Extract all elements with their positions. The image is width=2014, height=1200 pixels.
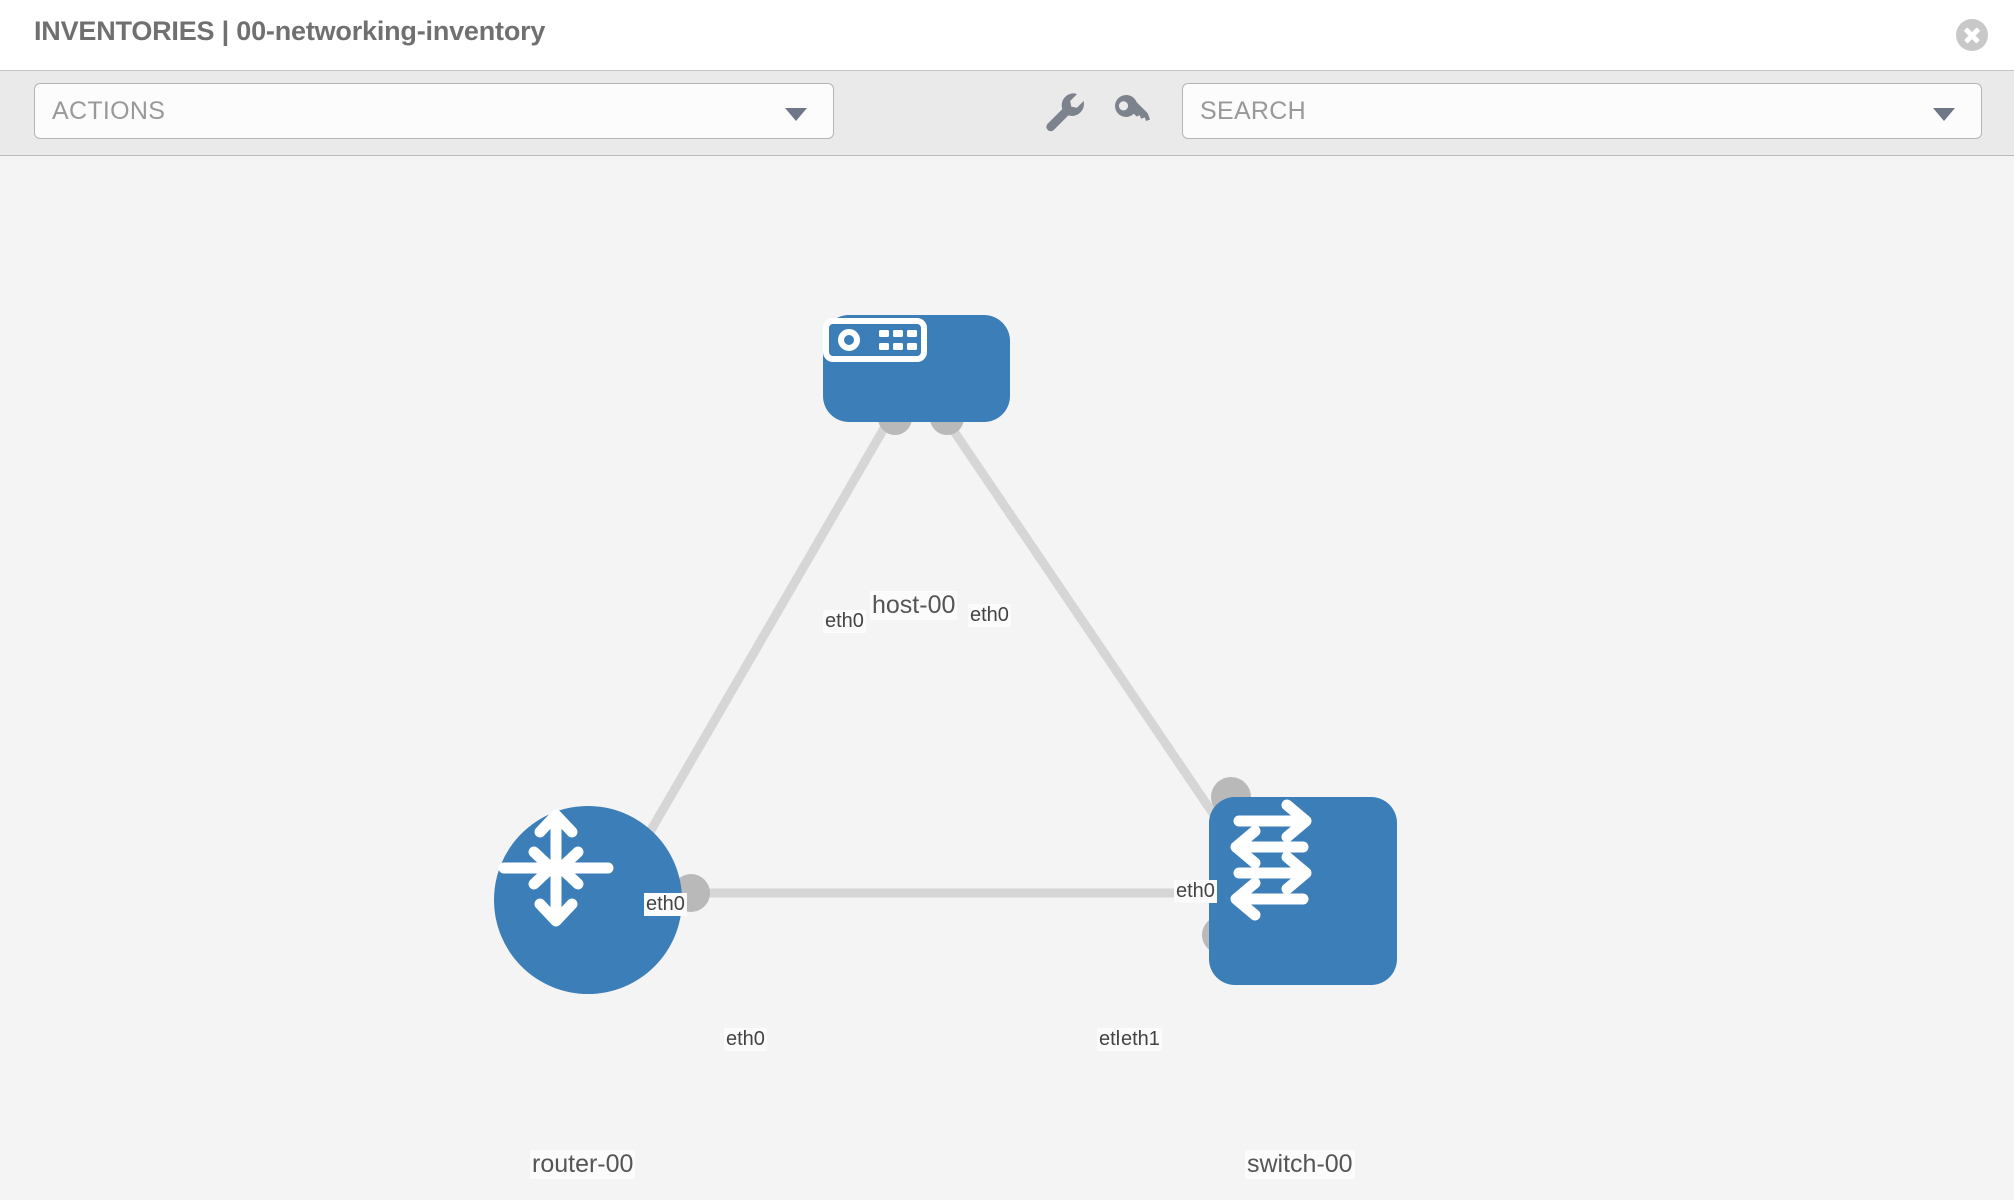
node-host-00[interactable] [823, 315, 1010, 422]
link-host-router[interactable] [632, 415, 894, 859]
node-label-switch-00: switch-00 [1245, 1150, 1355, 1179]
key-icon[interactable] [1106, 85, 1160, 139]
edge-label-host-left: eth0 [823, 610, 866, 633]
actions-dropdown[interactable]: ACTIONS [34, 83, 834, 139]
chevron-down-icon [785, 108, 807, 121]
topology-links-layer [632, 415, 1239, 898]
close-icon[interactable] [1956, 19, 1988, 51]
edge-label-host-right: eth0 [968, 604, 1011, 627]
page-header: INVENTORIES | 00-networking-inventory [0, 0, 2014, 70]
actions-dropdown-label: ACTIONS [52, 97, 166, 125]
node-switch-00[interactable] [1209, 797, 1397, 985]
search-chevron-down-icon[interactable] [1933, 108, 1955, 121]
edge-label-switch-left-front: eth1 [1119, 1028, 1162, 1051]
edge-label-router-up: eth0 [644, 893, 687, 916]
edge-label-router-right: eth0 [724, 1028, 767, 1051]
server-icon [823, 318, 927, 362]
node-router-00[interactable] [494, 806, 682, 994]
page-title: INVENTORIES | 00-networking-inventory [34, 16, 546, 46]
link-host-switch[interactable] [941, 415, 1239, 849]
wrench-icon[interactable] [1038, 85, 1092, 139]
node-label-router-00: router-00 [530, 1150, 636, 1179]
node-label-host-00: host-00 [870, 591, 958, 620]
switch-arrows-icon [1230, 799, 1312, 921]
topology-canvas[interactable]: eth0 eth0 eth0 eth0 eth0 eth0 eth1 host-… [0, 156, 2014, 1200]
edge-label-switch-up: eth0 [1174, 880, 1217, 903]
search-input[interactable] [1183, 84, 1923, 138]
toolbar: ACTIONS [0, 70, 2014, 156]
router-arrows-icon [498, 809, 614, 927]
search-field-container[interactable] [1182, 83, 1982, 139]
